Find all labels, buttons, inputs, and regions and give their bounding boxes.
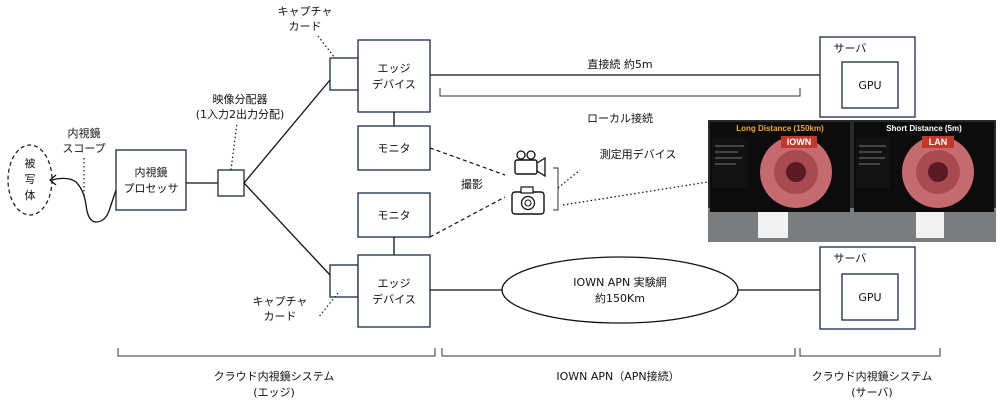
monitor-top-shoot-line — [429, 147, 506, 176]
processor-box — [115, 149, 187, 211]
endoscope-scope: 内視鏡 スコープ — [48, 126, 117, 223]
gpu-top-label: GPU — [858, 79, 881, 92]
apn-ellipse — [501, 256, 739, 324]
server-top-label: サーバ — [834, 42, 867, 55]
camera-icon — [511, 186, 545, 215]
splitter-label-line2: (1入力2出力分配) — [196, 107, 285, 121]
apn-label-line2: 約150Km — [595, 291, 645, 305]
monitor-bottom-label: モニタ — [378, 209, 411, 222]
device-leader — [557, 169, 581, 189]
processor-label-line1: 内視鏡 — [135, 165, 168, 179]
server-bottom-label: サーバ — [834, 252, 867, 265]
photo-device-right — [916, 212, 944, 238]
video-splitter: 映像分配器 (1入力2出力分配) — [196, 93, 285, 197]
photo-right-title: Short Distance (5m) — [886, 124, 962, 133]
edge-device-bottom: エッジ デバイス — [357, 254, 431, 328]
photo-right-badge-bg — [922, 136, 954, 148]
edge-device-top-box — [357, 39, 431, 113]
measurement-photo: Long Distance (150km) IOWN Short Distanc… — [708, 120, 996, 242]
subject-label-line2: 写 — [25, 173, 36, 186]
capture-card-bottom: キャプチャ カード — [253, 264, 359, 323]
photo-desk — [708, 208, 996, 242]
scope-label-line2: スコープ — [62, 142, 105, 155]
subject-label-line3: 体 — [25, 188, 36, 202]
capture-card-top-label-line2: カード — [289, 20, 322, 33]
scope-cable — [51, 177, 117, 223]
section-apn-brace — [441, 348, 796, 357]
monitor-bottom: モニタ — [357, 192, 431, 238]
photo-left-title: Long Distance (150km) — [736, 124, 824, 133]
measurement-device-label: 測定用デバイス — [600, 147, 677, 161]
edge-device-top-label-line1: エッジ — [378, 62, 411, 75]
gpu-top-box — [841, 61, 899, 109]
capture-card-top-leader — [317, 35, 339, 63]
video-camera-icon — [514, 150, 546, 178]
photo-left-badge-bg — [781, 136, 817, 148]
capture-card-bottom-label-line2: カード — [264, 310, 297, 323]
server-bottom: サーバ GPU — [819, 246, 916, 330]
capture-card-top-box — [329, 57, 359, 91]
subject-label-line1: 被 — [25, 157, 36, 170]
gpu-bottom-box — [841, 273, 899, 321]
section-edge-label-line1: クラウド内視鏡システム — [214, 369, 335, 383]
photo-left-badge: IOWN — [787, 137, 812, 147]
section-apn-label: IOWN APN（APN接続） — [556, 369, 679, 383]
photo-leader — [562, 181, 709, 206]
edge-device-bottom-label-line2: デバイス — [372, 292, 416, 306]
processor-label-line2: プロセッサ — [124, 182, 179, 195]
section-edge-label-line2: (エッジ) — [253, 386, 295, 399]
capture-card-bottom-leader — [317, 292, 339, 319]
device-bracket — [553, 167, 559, 211]
monitor-bottom-shoot-line — [429, 196, 506, 238]
shooting-label: 撮影 — [461, 177, 483, 191]
scope-tip-arrow — [48, 174, 57, 186]
edge-device-top: エッジ デバイス — [357, 39, 431, 113]
iown-apn-network: IOWN APN 実験網 約150Km — [501, 256, 739, 324]
photo-device-left — [758, 212, 788, 238]
splitter-leader — [230, 122, 238, 171]
edge-device-bottom-box — [357, 254, 431, 328]
capture-card-bottom-box — [329, 264, 359, 298]
endoscope-processor: 内視鏡 プロセッサ — [115, 149, 187, 211]
apn-label-line1: IOWN APN 実験網 — [573, 275, 666, 289]
local-brace — [439, 88, 801, 97]
capture-card-bottom-label-line1: キャプチャ — [253, 295, 308, 308]
scope-label-line1: 内視鏡 — [68, 126, 101, 140]
direct-connection-label: 直接続 約5m — [587, 57, 652, 71]
server-top: サーバ GPU — [819, 36, 916, 118]
gpu-bottom-label: GPU — [858, 291, 881, 304]
section-server-brace — [799, 348, 941, 357]
subject-node: 被 写 体 — [7, 144, 53, 216]
section-edge-brace — [117, 348, 436, 357]
capture-card-top: キャプチャ カード — [278, 5, 359, 91]
section-server-label-line2: (サーバ) — [851, 386, 892, 399]
monitor-top: モニタ — [357, 125, 431, 171]
splitter-to-bottom-line — [243, 182, 331, 276]
monitor-top-label: モニタ — [378, 142, 411, 155]
monitor-top-box — [357, 125, 431, 171]
splitter-box — [217, 169, 245, 197]
splitter-label-line1: 映像分配器 — [213, 93, 268, 106]
splitter-to-top-line — [243, 79, 331, 184]
capture-card-top-label-line1: キャプチャ — [278, 5, 333, 18]
edge-device-bottom-label-line1: エッジ — [378, 277, 411, 290]
local-connection-label: ローカル接続 — [587, 111, 653, 125]
photo-right-badge: LAN — [929, 137, 948, 147]
edge-device-top-label-line2: デバイス — [372, 77, 416, 91]
monitor-bottom-box — [357, 192, 431, 238]
section-server-label-line1: クラウド内視鏡システム — [812, 369, 933, 383]
